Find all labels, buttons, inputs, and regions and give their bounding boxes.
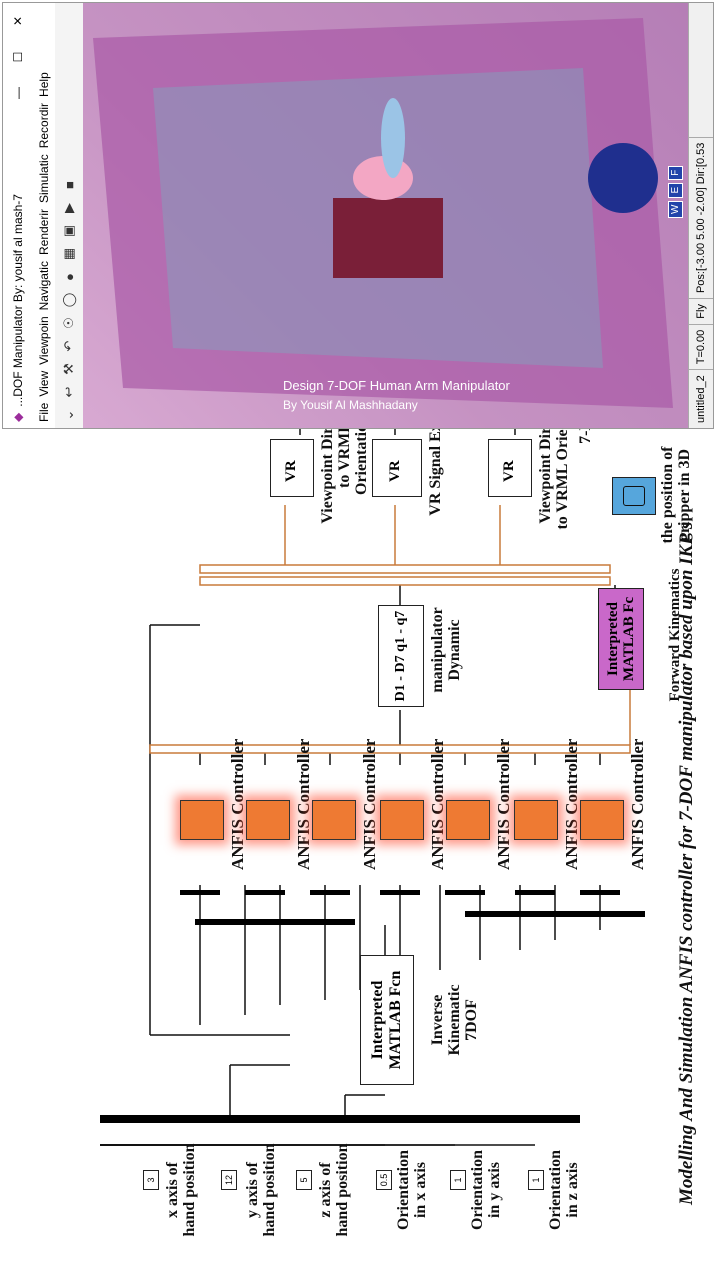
anfis-label-5: ANFIS Controller	[494, 738, 513, 870]
nav-examine-button[interactable]: E	[668, 182, 683, 198]
status-file: untitled_2	[689, 369, 713, 428]
nav-walk-button[interactable]: W	[668, 200, 683, 218]
record-icon[interactable]: ●	[61, 273, 77, 281]
close-icon[interactable]: ✕	[11, 15, 25, 27]
stop-icon[interactable]: ■	[61, 181, 77, 189]
capture-icon[interactable]: ▦	[61, 247, 76, 261]
app-icon: ◆	[11, 412, 25, 422]
remove-viewpoint-icon[interactable]: ◯	[61, 292, 76, 308]
minimize-icon[interactable]: —	[11, 87, 25, 99]
viewpoint-vr-block[interactable]: VR	[270, 439, 314, 497]
vr-window-titlebar[interactable]: ◆ ...DOF Manipulator By: yousif al mash-…	[3, 3, 33, 428]
fk-block-label: Forward Kinematics	[667, 568, 683, 702]
vr-toolbar: ⌄ ↩ ⚒ ↶ ☉ ◯ ● ▦ ▣ ▶ ■	[55, 3, 84, 428]
vr-window-title: ...DOF Manipulator By: yousif al mash-7	[11, 194, 25, 407]
const-z-pos[interactable]: 5	[296, 1170, 312, 1190]
gripper-position-scope[interactable]	[612, 477, 656, 515]
anfis-label-1: ANFIS Controller	[228, 738, 247, 870]
maximize-icon[interactable]: ☐	[11, 51, 25, 63]
vr-3d-scene[interactable]: Design 7-DOF Human Arm Manipulator By Yo…	[83, 3, 689, 428]
add-viewpoint-icon[interactable]: ☉	[61, 317, 76, 329]
menu-viewpoint[interactable]: Viewpoin	[37, 316, 51, 365]
const-y-pos[interactable]: 12	[221, 1170, 237, 1190]
menu-help[interactable]: Help	[37, 72, 51, 97]
nav-mode-buttons: W E F	[668, 165, 683, 218]
anfis-controller-3[interactable]	[312, 800, 356, 840]
return-icon[interactable]: ↩	[61, 386, 76, 398]
scene-graphic	[93, 18, 673, 408]
orientation-vr-block[interactable]: VR	[488, 439, 532, 497]
demux-bottom-bar	[465, 911, 645, 917]
menu-simulation[interactable]: Simulatic	[37, 154, 51, 203]
undo-move-icon[interactable]: ↶	[61, 340, 76, 352]
menu-rendering[interactable]: Renderir	[37, 208, 51, 256]
anfis-controller-6[interactable]	[514, 800, 558, 840]
vr-menubar: File View Viewpoin Navigatic Renderir Si…	[33, 3, 55, 428]
anfis-controller-4[interactable]	[380, 800, 424, 840]
viewpoint-dropdown-icon[interactable]: ⌄	[61, 409, 76, 421]
menu-view[interactable]: View	[37, 370, 51, 397]
anfis-label-7: ANFIS Controller	[628, 738, 647, 870]
anfis-label-4: ANFIS Controller	[428, 738, 447, 870]
robot-arm-figure	[353, 156, 413, 200]
status-time: T=0.00	[689, 323, 713, 370]
input-mux-bar	[100, 1115, 580, 1123]
status-position: Pos:[-3.00 5.00 -2.00] Dir:[0.53	[689, 136, 713, 299]
anfis-label-2: ANFIS Controller	[294, 738, 313, 870]
anfis-controller-2[interactable]	[246, 800, 290, 840]
menu-file[interactable]: File	[37, 402, 51, 422]
camera-icon[interactable]: ▣	[61, 224, 76, 238]
anfis-controller-7[interactable]	[580, 800, 624, 840]
const-x-pos[interactable]: 3	[143, 1170, 159, 1190]
anfis-controller-5[interactable]	[446, 800, 490, 840]
anfis-label-3: ANFIS Controller	[360, 738, 379, 870]
anfis-controller-1[interactable]	[180, 800, 224, 840]
const-orient-z[interactable]: 1	[528, 1170, 544, 1190]
vr-viewer-window[interactable]: ◆ ...DOF Manipulator By: yousif al mash-…	[2, 2, 714, 429]
menu-navigation[interactable]: Navigatic	[37, 261, 51, 311]
const-orient-y[interactable]: 1	[450, 1170, 466, 1190]
manipulator-dynamic-block[interactable]: D1 - D7 q1 - q7	[378, 605, 424, 707]
menu-recording[interactable]: Recordir	[37, 102, 51, 149]
scope-screen-icon	[623, 486, 645, 506]
scene-author-text: By Yousif Al Mashhadany	[283, 398, 418, 412]
const-orient-x[interactable]: 0.5	[376, 1170, 392, 1190]
nav-fly-button[interactable]: F	[668, 165, 683, 180]
vr-signal-expander-block[interactable]: VR	[372, 439, 422, 497]
straighten-icon[interactable]: ⚒	[61, 363, 76, 375]
status-mode: Fly	[689, 298, 713, 324]
scene-title-text: Design 7-DOF Human Arm Manipulator	[283, 378, 510, 393]
vr-statusbar: untitled_2 T=0.00 Fly Pos:[-3.00 5.00 -2…	[688, 3, 713, 428]
anfis-label-6: ANFIS Controller	[562, 738, 581, 870]
demux-top-bar	[195, 919, 355, 925]
nav-wheel-icon[interactable]	[588, 143, 658, 213]
play-icon[interactable]: ▶	[61, 203, 76, 213]
